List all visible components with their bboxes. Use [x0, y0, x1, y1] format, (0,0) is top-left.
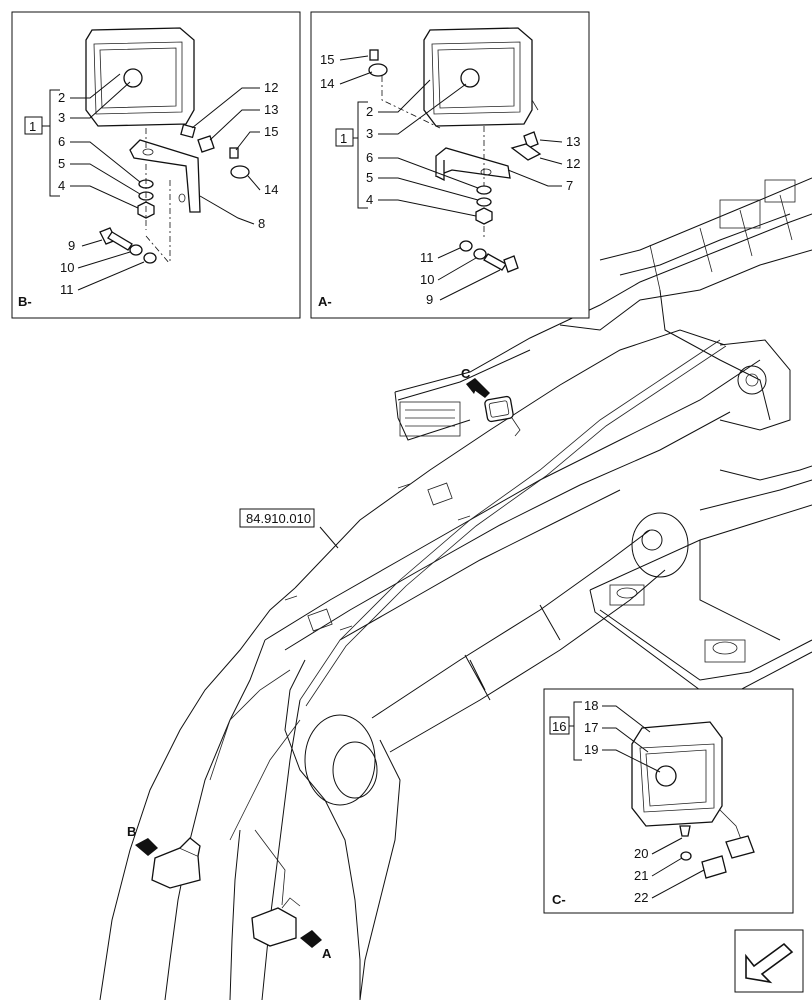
callout-b-8: 8 [258, 216, 265, 231]
callout-a-13: 13 [566, 134, 580, 149]
callout-a-15: 15 [320, 52, 334, 67]
panel-a-caption: A- [318, 294, 332, 309]
callout-a-3: 3 [366, 126, 373, 141]
panel-a: A- 1 15 14 2 [310, 11, 590, 319]
panel-b: B- 1 2 3 6 5 [11, 11, 301, 319]
callout-b-3: 3 [58, 110, 65, 125]
panel-b-caption: B- [18, 294, 32, 309]
callout-b-6: 6 [58, 134, 65, 149]
panel-c: C- 16 18 17 19 20 21 22 [543, 688, 794, 914]
arrow-b-label: B [127, 824, 136, 839]
callout-b-9: 9 [68, 238, 75, 253]
callout-b-2: 2 [58, 90, 65, 105]
callout-b-5: 5 [58, 156, 65, 171]
callout-c-19: 19 [584, 742, 598, 757]
callout-a-11: 11 [420, 250, 434, 265]
navigation-arrow-button[interactable] [734, 929, 804, 993]
callout-a-10: 10 [420, 272, 434, 287]
callout-a-12: 12 [566, 156, 580, 171]
arrow-a-label: A [322, 946, 332, 961]
view-arrow-a: A [300, 930, 332, 961]
view-arrow-b: B [127, 824, 158, 856]
callout-c-18: 18 [584, 698, 598, 713]
callout-a-14: 14 [320, 76, 334, 91]
reference-text: 84.910.010 [246, 511, 311, 526]
callout-c-17: 17 [584, 720, 598, 735]
callout-c-22: 22 [634, 890, 648, 905]
callout-b-11: 11 [60, 282, 74, 297]
callout-b-13: 13 [264, 102, 278, 117]
callout-a-2: 2 [366, 104, 373, 119]
callout-a-4: 4 [366, 192, 373, 207]
arrow-c-label: C [461, 366, 471, 381]
panel-c-group: 16 [552, 719, 566, 734]
callout-a-6: 6 [366, 150, 373, 165]
callout-c-21: 21 [634, 868, 648, 883]
callout-b-15: 15 [264, 124, 278, 139]
callout-b-14: 14 [264, 182, 278, 197]
arrow-icon [745, 942, 794, 984]
panel-c-caption: C- [552, 892, 566, 907]
machine-drawing [99, 177, 812, 1000]
panel-a-group: 1 [340, 131, 347, 146]
callout-a-5: 5 [366, 170, 373, 185]
callout-b-12: 12 [264, 80, 278, 95]
panel-b-group: 1 [29, 119, 36, 134]
callout-c-20: 20 [634, 846, 648, 861]
callout-b-10: 10 [60, 260, 74, 275]
reference-box[interactable]: 84.910.010 [239, 508, 339, 549]
callout-a-9: 9 [426, 292, 433, 307]
callout-b-4: 4 [58, 178, 65, 193]
view-arrow-c: C [461, 366, 490, 398]
callout-a-7: 7 [566, 178, 573, 193]
